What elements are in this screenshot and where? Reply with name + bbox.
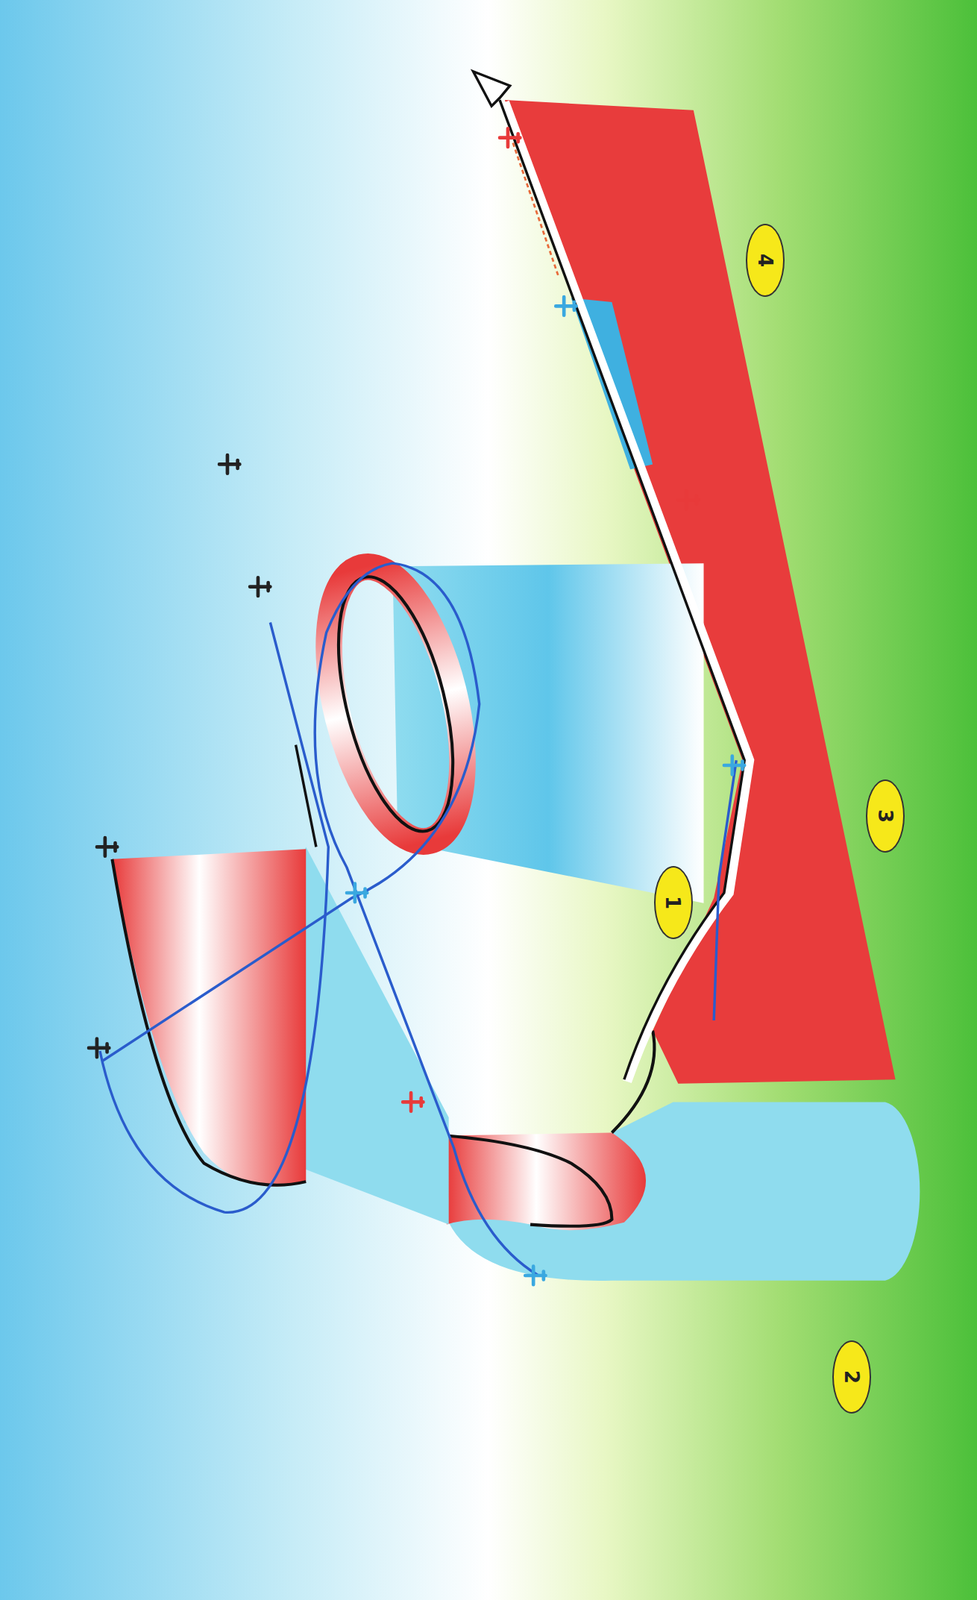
black-flight-path [296, 745, 317, 848]
half-pipe-band [446, 1132, 646, 1230]
callout-ellipse: 2 [832, 1340, 872, 1414]
flight-path-white [504, 102, 750, 1082]
dotted-track [513, 143, 560, 279]
plane-symbol [249, 577, 270, 596]
blue-flight-path [713, 759, 737, 1021]
callout-number: 2 [842, 1370, 862, 1384]
arrowhead [472, 71, 510, 107]
plane-symbol [88, 1038, 109, 1058]
plane-symbol [724, 756, 745, 775]
callout-ellipse: 4 [745, 223, 785, 297]
turn-band [111, 848, 306, 1186]
callout-number: 3 [875, 809, 895, 823]
plane-symbol [525, 1266, 546, 1286]
plane-symbol [555, 296, 576, 316]
half-pipe-edge [446, 1135, 613, 1227]
plane-symbol [219, 454, 240, 474]
turn-band-edge [111, 859, 306, 1186]
loop-cylinder-body [392, 563, 704, 904]
plane-symbol [346, 883, 367, 903]
flight-path [499, 99, 745, 1080]
loop-ring-edge [316, 565, 476, 843]
callout-ellipse: 1 [654, 865, 693, 939]
blue-flight-path [102, 563, 539, 1276]
callout-number: 1 [663, 895, 684, 910]
plane-symbol [402, 1092, 423, 1112]
callout-ellipse: 3 [865, 779, 905, 853]
plane-symbol [96, 837, 118, 857]
callout-number: 4 [755, 253, 775, 267]
loop-ring [304, 553, 488, 856]
ground-edge-line [611, 1030, 655, 1133]
plane-symbol [499, 128, 520, 147]
blue-flight-path [99, 621, 329, 1212]
plane-symbol [677, 490, 699, 510]
